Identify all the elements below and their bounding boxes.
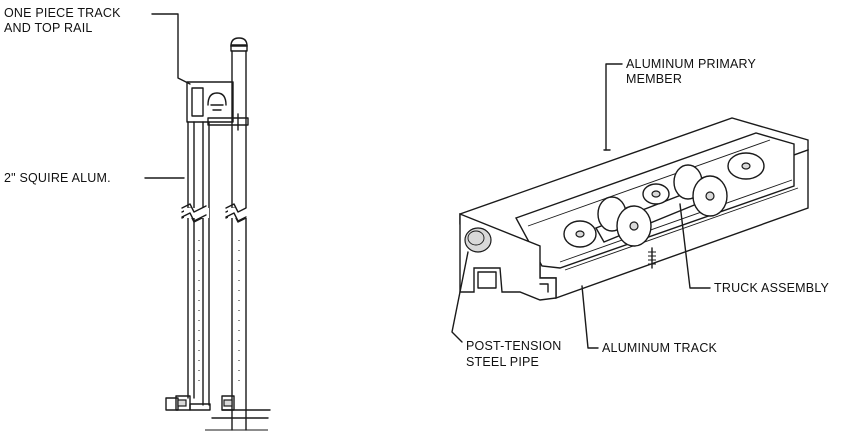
post-cap [230, 37, 248, 47]
isometric-view [451, 63, 809, 349]
label-steel-line2: STEEL PIPE [466, 355, 539, 369]
wheel-3 [616, 205, 652, 247]
leader-steel-pipe [451, 251, 469, 343]
label-truck: TRUCK ASSEMBLY [714, 281, 830, 295]
rail-clip [207, 92, 227, 111]
label-primary-line1: ALUMINUM PRIMARY [626, 57, 757, 71]
leader-truck [679, 203, 711, 289]
leader-track-rail [151, 13, 191, 85]
label-track-line2: AND TOP RAIL [4, 21, 93, 35]
label-square-alum: 2" SQUIRE ALUM. [4, 171, 111, 185]
wheel-6 [692, 175, 728, 217]
label-track-line1: ONE PIECE TRACK [4, 6, 121, 20]
label-steel-line1: POST-TENSION [466, 339, 561, 353]
label-track: ALUMINUM TRACK [602, 341, 718, 355]
leader-track [581, 285, 599, 349]
label-primary-line2: MEMBER [626, 72, 682, 86]
side-elevation-view [144, 13, 271, 431]
wheel-4 [642, 183, 670, 205]
hanger-bolt [648, 247, 656, 269]
top-rail-inner [191, 87, 204, 117]
bottom-lip [539, 283, 549, 293]
leader-primary-member [605, 63, 623, 151]
clamp-band [207, 117, 249, 126]
wheel-1 [563, 220, 597, 248]
top-rail-box [186, 81, 234, 123]
steel-pipe-end [464, 227, 492, 253]
wheel-7 [727, 152, 765, 180]
